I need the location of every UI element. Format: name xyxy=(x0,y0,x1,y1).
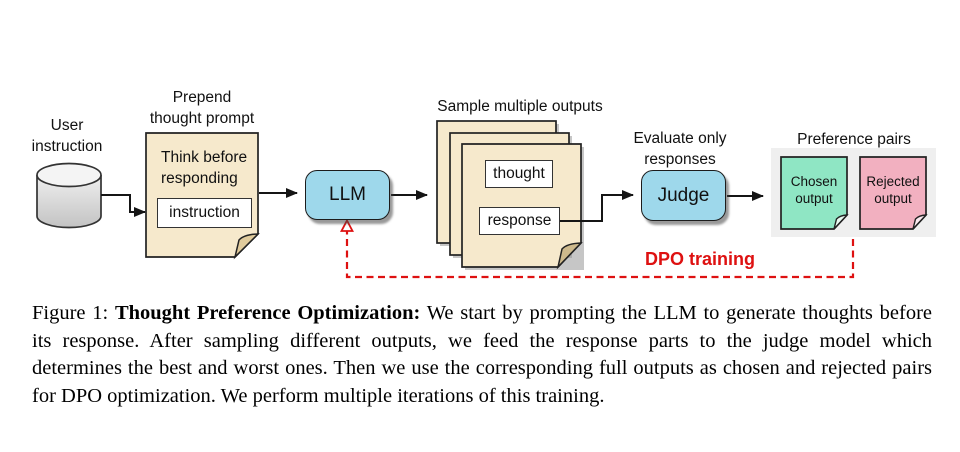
preference-pairs-label: Preference pairs xyxy=(797,131,911,148)
user-instruction-label: User instruction xyxy=(31,117,103,155)
figure-caption: Figure 1: Thought Preference Optimizatio… xyxy=(32,300,932,410)
response-box: response xyxy=(479,207,560,235)
database-cylinder-icon xyxy=(36,162,102,229)
caption-title: Thought Preference Optimization: xyxy=(114,302,421,324)
dpo-feedback-dashed-line xyxy=(345,231,855,279)
prepend-thought-prompt-label: Prepend thought prompt xyxy=(149,89,255,127)
rejected-output-label: Rejected output xyxy=(866,174,920,206)
dpo-training-label: DPO training xyxy=(644,249,755,269)
llm-box: LLM xyxy=(305,170,390,220)
caption-figure-number: Figure 1: xyxy=(32,302,115,324)
arrow-instruction-to-note xyxy=(101,194,146,217)
chosen-output-label: Chosen output xyxy=(790,174,838,206)
caption-body: We start by prompting the LLM to generat… xyxy=(32,302,932,407)
evaluate-only-responses-label: Evaluate only responses xyxy=(633,130,727,168)
sample-multiple-outputs-label: Sample multiple outputs xyxy=(437,98,603,115)
dpo-arrowhead xyxy=(340,218,354,232)
flow-diagram-canvas xyxy=(36,120,928,279)
thought-box: thought xyxy=(485,160,553,188)
sampled-outputs-stack xyxy=(436,120,584,270)
chosen-note-shape xyxy=(780,156,849,230)
arrow-response-to-judge xyxy=(560,190,634,222)
judge-box: Judge xyxy=(641,170,726,221)
instruction-box: instruction xyxy=(157,198,252,228)
think-before-responding-text: Think before responding xyxy=(161,149,248,187)
rejected-note-shape xyxy=(859,156,928,230)
